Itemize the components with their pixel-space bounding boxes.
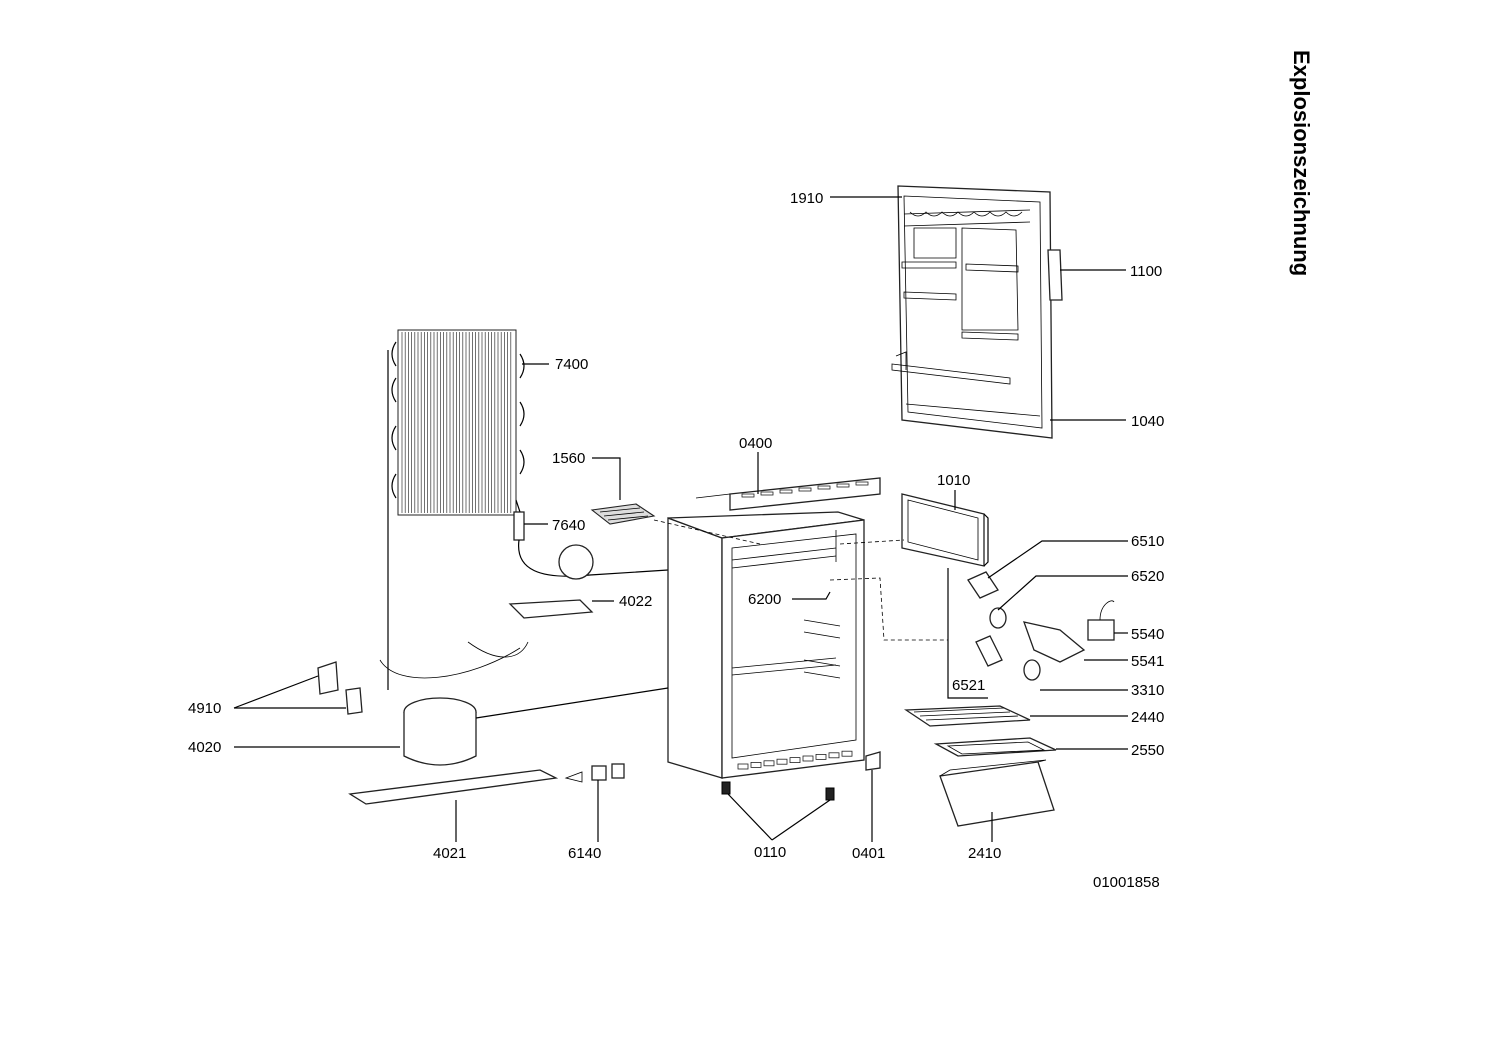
label-5541: 5541 — [1131, 653, 1164, 670]
label-4910: 4910 — [188, 700, 221, 717]
lamp-parts — [967, 571, 1115, 681]
dryer-filter — [513, 511, 669, 580]
crisper-2410 — [939, 759, 1055, 827]
label-6510: 6510 — [1131, 533, 1164, 550]
drawing-number: 01001858 — [1093, 874, 1160, 891]
label-1010: 1010 — [937, 472, 970, 489]
label-1910: 1910 — [790, 190, 823, 207]
label-6140: 6140 — [568, 845, 601, 862]
door-gasket-arcs — [909, 211, 1023, 217]
leader-lines — [233, 196, 1128, 842]
label-6520: 6520 — [1131, 568, 1164, 585]
part-4022 — [508, 599, 594, 619]
label-6200: 6200 — [748, 591, 781, 608]
label-5540: 5540 — [1131, 626, 1164, 643]
label-4021: 4021 — [433, 845, 466, 862]
feet-0110 — [721, 781, 835, 801]
part-labels: 1910 1100 1040 7400 1560 0400 1010 7640 … — [188, 190, 1164, 891]
label-1560: 1560 — [552, 450, 585, 467]
label-7640: 7640 — [552, 517, 585, 534]
relay-6140 — [564, 763, 625, 783]
part-1560 — [590, 503, 656, 525]
label-2440: 2440 — [1131, 709, 1164, 726]
label-0401: 0401 — [852, 845, 885, 862]
compressor — [317, 641, 529, 766]
cover-2550 — [933, 737, 1057, 757]
condenser — [387, 329, 525, 690]
part-0400 — [695, 477, 881, 511]
base-plate-4021 — [348, 769, 559, 805]
part-1010 — [901, 493, 989, 567]
shelf-2440 — [903, 705, 1031, 727]
label-7400: 7400 — [555, 356, 588, 373]
hinge-0401 — [865, 751, 881, 771]
label-0400: 0400 — [739, 435, 772, 452]
cabinet — [667, 511, 865, 779]
label-4020: 4020 — [188, 739, 221, 756]
label-4022: 4022 — [619, 593, 652, 610]
label-2410: 2410 — [968, 845, 1001, 862]
door-assembly — [891, 185, 1063, 439]
dashed-connectors — [653, 519, 948, 641]
label-1040: 1040 — [1131, 413, 1164, 430]
label-0110: 0110 — [754, 844, 786, 861]
label-1100: 1100 — [1130, 263, 1162, 280]
label-2550: 2550 — [1131, 742, 1164, 759]
label-3310: 3310 — [1131, 682, 1164, 699]
label-6521: 6521 — [952, 677, 985, 694]
